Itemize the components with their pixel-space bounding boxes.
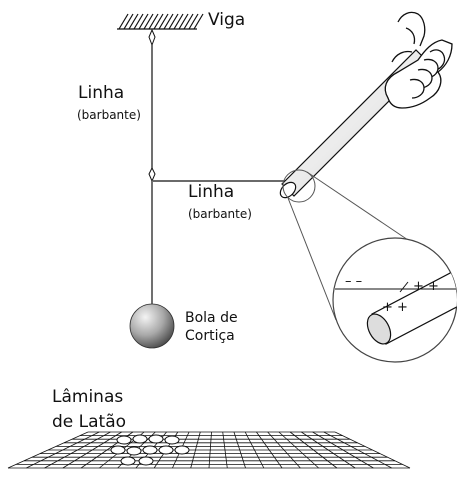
string1-subtitle: (barbante) bbox=[77, 108, 141, 122]
beam-hatch-icon bbox=[117, 13, 204, 30]
hand-icon bbox=[384, 11, 453, 109]
top-knot bbox=[148, 28, 156, 47]
charge-positive-bottom: + + bbox=[382, 300, 408, 315]
middle-knot bbox=[148, 166, 156, 183]
plate-circles bbox=[110, 434, 190, 466]
zoomed-rod bbox=[335, 269, 457, 345]
magnifier-line-bottom bbox=[287, 197, 337, 321]
charge-positive-top: + + bbox=[413, 279, 439, 294]
string2-title: Linha bbox=[188, 182, 235, 202]
plates-label-line1: Lâminas bbox=[52, 387, 124, 407]
string2-subtitle: (barbante) bbox=[188, 207, 252, 221]
plates-label-line2: de Latão bbox=[52, 412, 127, 432]
brass-plates-icon bbox=[7, 431, 411, 469]
ball-label-line1: Bola de bbox=[185, 310, 238, 326]
ball-label-line2: Cortiça bbox=[185, 328, 235, 344]
cork-ball-icon bbox=[129, 303, 175, 349]
magnifier-icon bbox=[282, 169, 316, 203]
string1-title: Linha bbox=[78, 83, 125, 103]
charge-negative: – – bbox=[345, 274, 362, 289]
magnifier-line-top bbox=[306, 171, 409, 241]
zoom-circle bbox=[332, 237, 457, 363]
beam-label: Viga bbox=[208, 10, 246, 30]
